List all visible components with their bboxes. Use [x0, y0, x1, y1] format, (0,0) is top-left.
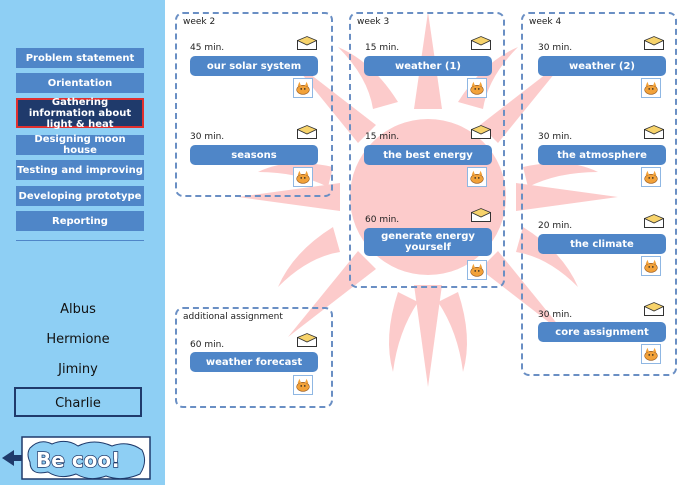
envelope-icon[interactable] — [297, 36, 317, 50]
fox-icon[interactable] — [641, 256, 661, 276]
fox-icon[interactable] — [293, 78, 313, 98]
task-the-climate[interactable]: the climate — [538, 234, 666, 254]
week-2-box: week 2 — [175, 12, 333, 197]
task-weather-2[interactable]: weather (2) — [538, 56, 666, 76]
logo-text: Be coo! — [36, 448, 120, 472]
week-label: additional assignment — [183, 312, 283, 322]
back-arrow-icon — [2, 450, 26, 466]
task-seasons[interactable]: seasons — [190, 145, 318, 165]
task-the-atmosphere[interactable]: the atmosphere — [538, 145, 666, 165]
user-charlie-selected[interactable]: Charlie — [14, 387, 142, 417]
nav-testing-and-improving[interactable]: Testing and improving — [16, 160, 144, 180]
week-4-box: week 4 — [521, 12, 677, 376]
task-duration: 20 min. — [538, 221, 573, 231]
task-duration: 30 min. — [538, 43, 573, 53]
envelope-icon[interactable] — [644, 214, 664, 228]
task-duration: 60 min. — [365, 215, 400, 225]
nav-problem-statement[interactable]: Problem statement — [16, 48, 144, 68]
task-duration: 45 min. — [190, 43, 225, 53]
becool-logo[interactable]: Be coo! — [0, 436, 160, 481]
envelope-icon[interactable] — [644, 302, 664, 316]
nav-orientation[interactable]: Orientation — [16, 73, 144, 93]
additional-assignment-box: additional assignment — [175, 307, 333, 408]
envelope-icon[interactable] — [644, 125, 664, 139]
week-3-box: week 3 — [349, 12, 505, 288]
user-hermione[interactable]: Hermione — [46, 332, 110, 347]
main-area: week 2 week 3 week 4 additional assignme… — [165, 0, 685, 485]
week-label: week 4 — [529, 17, 562, 27]
fox-icon[interactable] — [641, 344, 661, 364]
fox-icon[interactable] — [641, 167, 661, 187]
sidebar: Problem statement Orientation Gathering … — [0, 0, 165, 485]
task-duration: 15 min. — [365, 43, 400, 53]
envelope-icon[interactable] — [644, 36, 664, 50]
week-label: week 3 — [357, 17, 390, 27]
nav-reporting[interactable]: Reporting — [16, 211, 144, 231]
envelope-icon[interactable] — [297, 125, 317, 139]
envelope-icon[interactable] — [471, 125, 491, 139]
nav-designing-moon-house[interactable]: Designing moon house — [16, 134, 144, 156]
fox-icon[interactable] — [293, 375, 313, 395]
task-duration: 30 min. — [538, 310, 573, 320]
fox-icon[interactable] — [467, 167, 487, 187]
task-the-best-energy[interactable]: the best energy — [364, 145, 492, 165]
fox-icon[interactable] — [293, 167, 313, 187]
fox-icon[interactable] — [467, 260, 487, 280]
fox-icon[interactable] — [467, 78, 487, 98]
task-weather-1[interactable]: weather (1) — [364, 56, 492, 76]
task-weather-forecast[interactable]: weather forecast — [190, 352, 318, 372]
nav-gathering-information[interactable]: Gathering information about light & heat — [16, 97, 144, 130]
fox-icon[interactable] — [641, 78, 661, 98]
task-duration: 60 min. — [190, 340, 225, 350]
envelope-icon[interactable] — [471, 36, 491, 50]
sidebar-divider — [16, 240, 144, 241]
user-jiminy[interactable]: Jiminy — [58, 362, 98, 377]
task-core-assignment[interactable]: core assignment — [538, 322, 666, 342]
task-generate-energy-yourself[interactable]: generate energy yourself — [364, 228, 492, 256]
task-duration: 15 min. — [365, 132, 400, 142]
task-duration: 30 min. — [538, 132, 573, 142]
envelope-icon[interactable] — [471, 208, 491, 222]
task-duration: 30 min. — [190, 132, 225, 142]
week-label: week 2 — [183, 17, 216, 27]
task-our-solar-system[interactable]: our solar system — [190, 56, 318, 76]
nav-developing-prototype[interactable]: Developing prototype — [16, 186, 144, 206]
user-albus[interactable]: Albus — [60, 302, 96, 317]
envelope-icon[interactable] — [297, 333, 317, 347]
